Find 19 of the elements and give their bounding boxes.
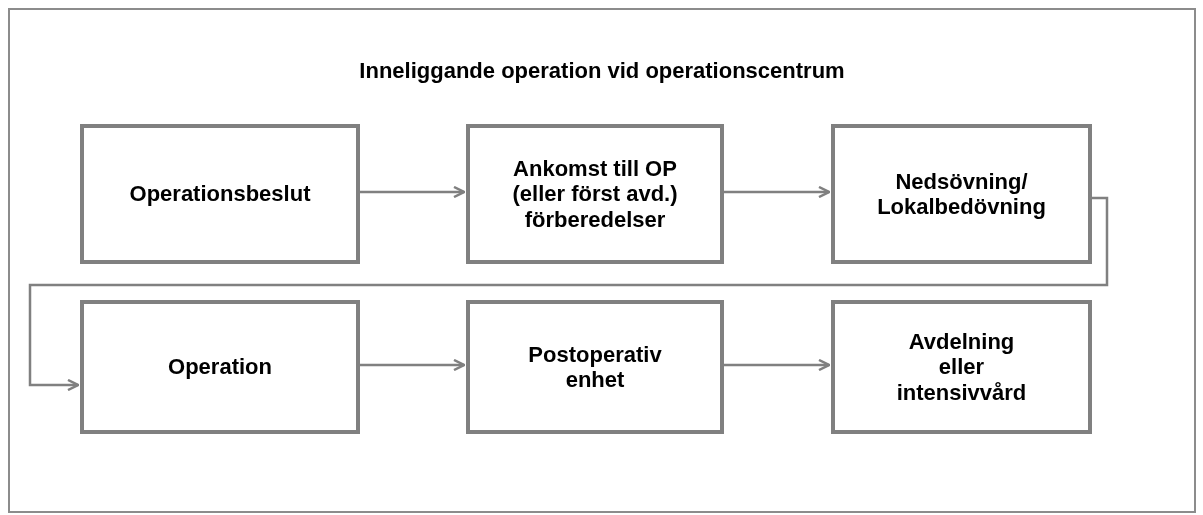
step-label: Nedsövning/ Lokalbedövning [876, 168, 1047, 220]
arrow [722, 185, 831, 199]
step-label: Avdelning eller intensivvård [895, 329, 1028, 405]
process-box [466, 300, 724, 434]
process-box [831, 124, 1092, 264]
arrow [28, 196, 1109, 392]
process-box [466, 124, 724, 264]
process-box [80, 124, 360, 264]
frame-panel [8, 8, 1196, 513]
arrow [358, 185, 466, 199]
step-label: Postoperativ enhet [527, 341, 663, 393]
frame-heading: Inneliggande operation vid operationscentrum [358, 58, 846, 84]
step-label: Operation [168, 354, 272, 380]
step-label: Ankomst till OP (eller först avd.) förberedelser [511, 156, 679, 232]
arrow [358, 358, 466, 372]
process-box [80, 300, 360, 434]
step-label: Operationsbeslut [129, 181, 311, 207]
process-box [831, 300, 1092, 434]
arrow [722, 358, 831, 372]
